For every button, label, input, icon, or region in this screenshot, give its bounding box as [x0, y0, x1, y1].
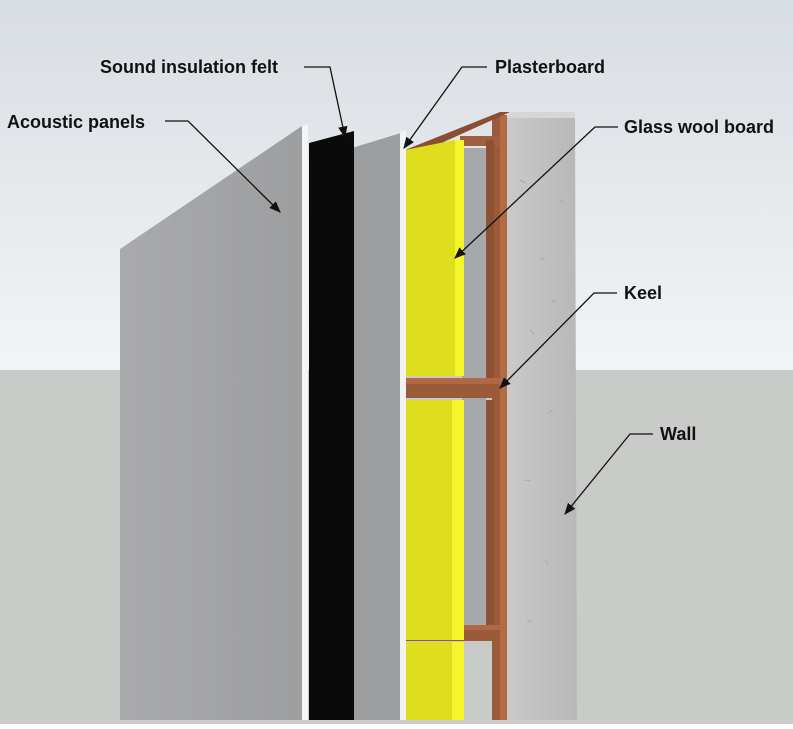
glass-wool-board-layer — [405, 140, 464, 720]
label-sound-insulation-felt: Sound insulation felt — [100, 57, 278, 77]
glass-wool-board-leader — [454, 126, 618, 259]
label-wall: Wall — [660, 424, 696, 444]
plasterboard-layer — [352, 130, 406, 720]
acoustic-panels-leader — [165, 120, 281, 213]
plasterboard-leader — [403, 66, 487, 149]
label-glass-wool-board: Glass wool board — [624, 117, 774, 137]
sound-insulation-felt-leader — [304, 66, 348, 139]
labels: Sound insulation felt Plasterboard Acous… — [7, 57, 774, 444]
wall-leader — [564, 433, 653, 515]
acoustic-panel-layer — [120, 124, 308, 720]
label-keel: Keel — [624, 283, 662, 303]
sound-insulation-felt-layer — [309, 131, 354, 720]
keel-leader — [499, 292, 617, 389]
leader-lines — [165, 66, 653, 515]
label-plasterboard: Plasterboard — [495, 57, 605, 77]
label-acoustic-panels: Acoustic panels — [7, 112, 145, 132]
wall-layer — [505, 112, 577, 720]
